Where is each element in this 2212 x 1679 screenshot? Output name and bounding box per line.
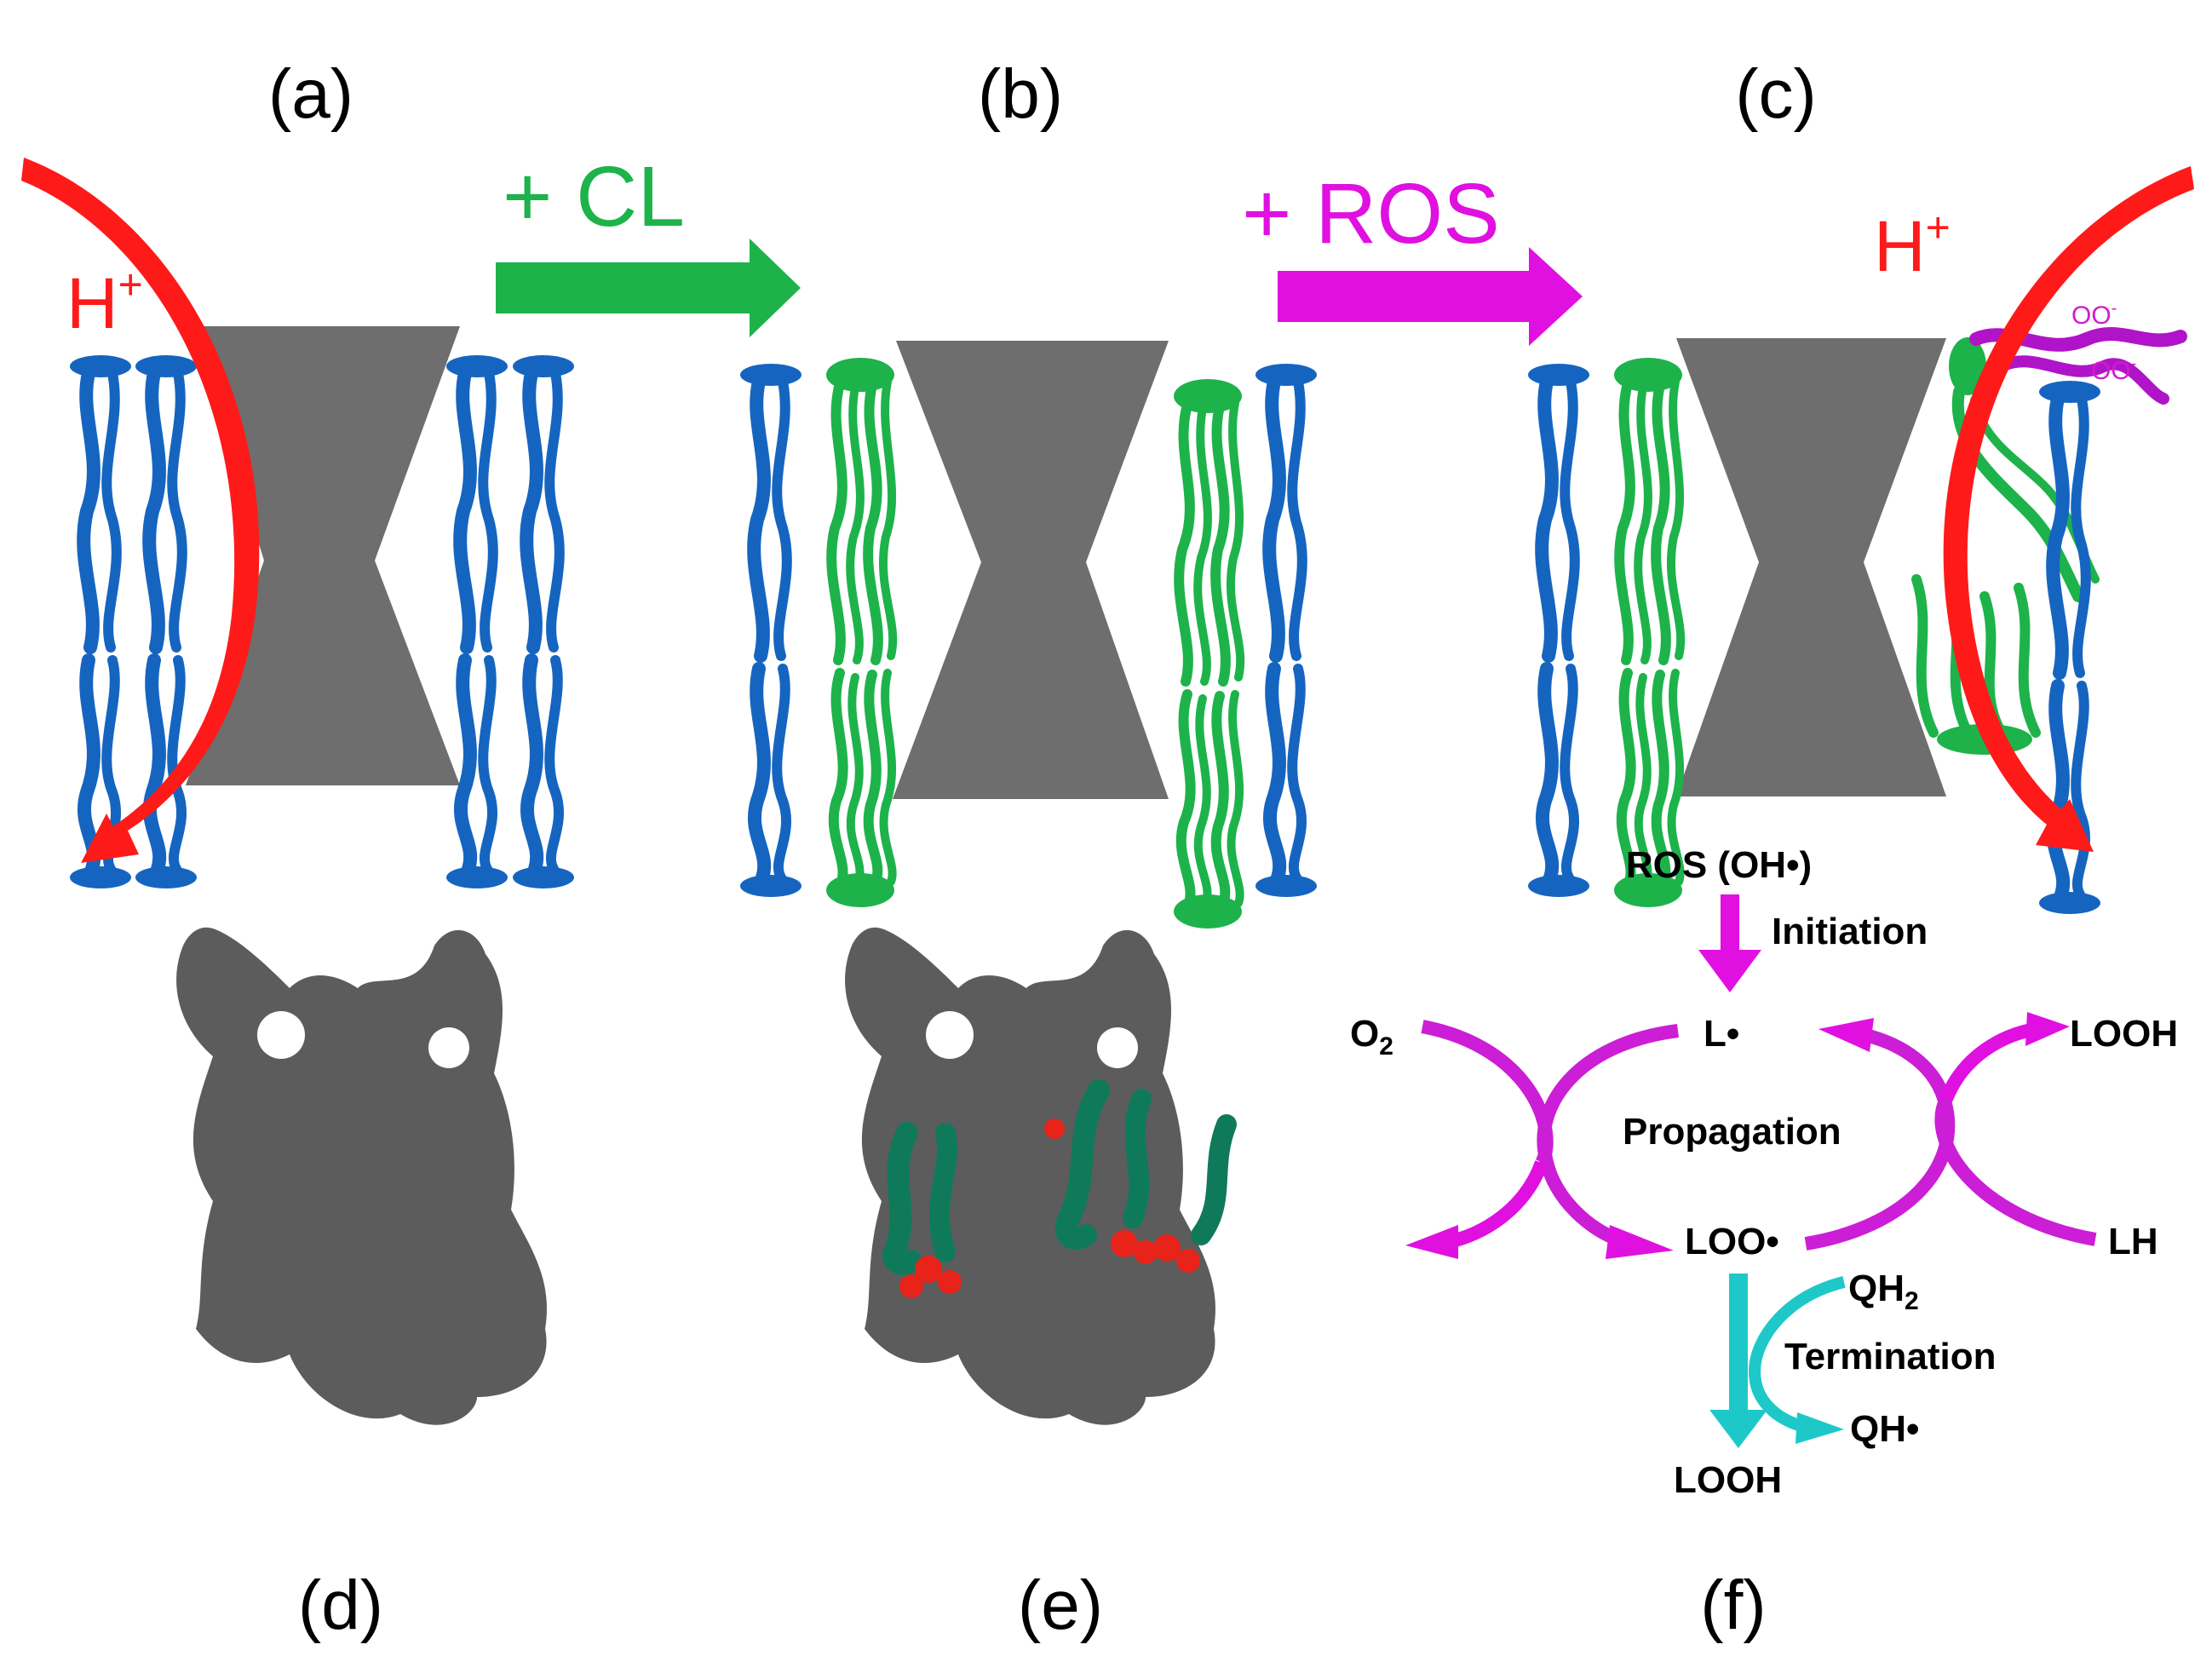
propagation-arrowhead-loo (1606, 1225, 1674, 1259)
protein-channel-c (1676, 338, 1946, 796)
termination-arrowhead-qh (1795, 1412, 1844, 1444)
panel-a-membrane: H+ (21, 158, 574, 888)
propagation-arrowhead-o2 (1405, 1225, 1458, 1259)
propagation-arrowhead-l (1818, 1018, 1874, 1052)
add-ros-label: + ROS (1242, 166, 1500, 262)
lipid-a-3 (446, 355, 508, 888)
o2-label: O2 (1350, 1013, 1393, 1061)
peroxidation-scheme: ROS (OH•) Initiation L• O2 LOOH Propagat… (1350, 844, 2178, 1501)
panel-label-d: (d) (298, 1567, 383, 1644)
cardiolipin-c-1 (1614, 358, 1682, 907)
panel-label-e: (e) (1018, 1567, 1103, 1644)
proton-label-a: H+ (66, 261, 143, 343)
qh2-label: QH2 (1848, 1268, 1919, 1315)
propagation-arc-left-out (1446, 1160, 1548, 1249)
loo-radical: LOO• (1685, 1221, 1779, 1262)
qh-radical: QH• (1850, 1408, 1919, 1450)
initiation-label: Initiation (1772, 911, 1928, 952)
lipid-c-1 (1528, 364, 1589, 897)
looh-top-label: LOOH (2070, 1013, 2178, 1055)
panel-label-c: (c) (1735, 55, 1817, 133)
lipid-a-1 (70, 355, 131, 888)
cardiolipin-bound-e (882, 1079, 1237, 1298)
termination-qh2-arc (1748, 1276, 1846, 1433)
lh-label: LH (2108, 1221, 2158, 1262)
peroxyl-tag-2: OO- (2091, 354, 2136, 385)
propagation-arc-right-in (1934, 1095, 2097, 1246)
looh-bottom-label: LOOH (1674, 1459, 1782, 1501)
add-cl-step: + CL (496, 149, 801, 337)
propagation-arc-left-upper (1421, 1020, 1554, 1166)
propagation-arc-left-in (1537, 1024, 1679, 1246)
add-ros-arrow (1278, 247, 1583, 346)
propagation-label: Propagation (1623, 1111, 1841, 1153)
initiation-arrow (1698, 894, 1761, 992)
termination-main-arrow (1709, 1274, 1767, 1448)
protein-model-e (845, 927, 1237, 1425)
panel-b-membrane (740, 341, 1317, 929)
protein-model-d (176, 927, 547, 1425)
add-cl-arrow (496, 239, 801, 337)
protein-channel-a (186, 326, 460, 785)
cardiolipin-b-1 (826, 358, 894, 907)
panel-label-f: (f) (1700, 1567, 1766, 1644)
add-ros-step: + ROS (1242, 166, 1583, 346)
peroxyl-tag-1: OO- (2071, 299, 2117, 330)
l-radical: L• (1704, 1013, 1739, 1055)
proton-label-c: H+ (1874, 204, 1951, 286)
panel-label-b: (b) (978, 55, 1063, 133)
ros-label: ROS (OH•) (1626, 844, 1812, 886)
propagation-arc-right-back (1804, 1028, 1956, 1251)
propagation-arrowhead-looh (2025, 1012, 2070, 1046)
panel-label-a: (a) (268, 55, 353, 133)
cardiolipin-b-2 (1174, 379, 1242, 929)
termination-label: Termination (1784, 1336, 1997, 1377)
lipid-a-4 (513, 355, 574, 888)
proton-flow-arrow-a (21, 158, 260, 863)
add-cl-label: + CL (503, 149, 685, 244)
propagation-arc-right-out (1939, 1022, 2037, 1102)
lipid-b-2 (1255, 364, 1317, 897)
panel-c-membrane: OO- OO- H+ (1528, 166, 2194, 914)
protein-channel-b (893, 341, 1169, 799)
lipid-b-1 (740, 364, 801, 897)
proton-flow-arrow-c (1943, 166, 2194, 852)
